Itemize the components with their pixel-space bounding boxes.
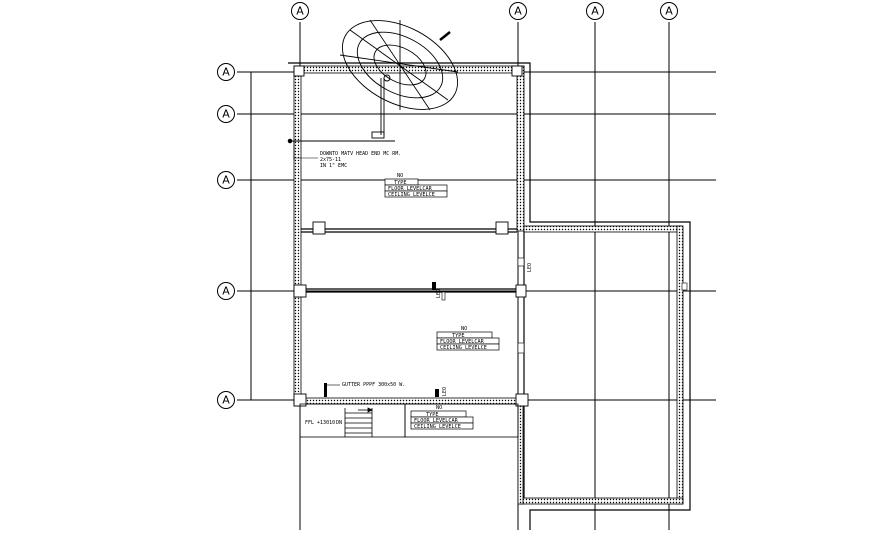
stair-note: DN bbox=[336, 420, 342, 426]
parapet-walls bbox=[293, 65, 684, 505]
grid-bubble-top-2: A bbox=[509, 2, 527, 20]
dimension-line-left bbox=[247, 71, 285, 401]
svg-text:TYPE: TYPE bbox=[426, 412, 439, 418]
svg-text:NO: NO bbox=[461, 326, 467, 332]
antenna-note: DOWNTO MATV HEAD END MC RM. 2x75-11 IN 1… bbox=[294, 151, 401, 169]
stair-block bbox=[299, 403, 519, 438]
room-tag-upper: NO TYPE FLOOR LEVELCAR CEILING LEVELCE bbox=[384, 173, 448, 198]
pipe-marks: LEO LEO LEO bbox=[432, 257, 688, 397]
satellite-dish-icon bbox=[287, 19, 459, 160]
svg-text:A: A bbox=[296, 5, 304, 18]
svg-text:2x75-11: 2x75-11 bbox=[320, 157, 341, 163]
svg-text:LEO: LEO bbox=[442, 387, 448, 396]
svg-text:A: A bbox=[222, 174, 230, 187]
grid-bubble-top-3: A bbox=[586, 2, 604, 20]
gutter-note: GUTTER PPPF 300x50 W. bbox=[324, 382, 405, 397]
svg-text:DOWNTO MATV HEAD END MC RM.: DOWNTO MATV HEAD END MC RM. bbox=[320, 151, 401, 157]
svg-text:A: A bbox=[514, 5, 522, 18]
svg-text:LEO: LEO bbox=[436, 289, 442, 298]
svg-text:FLOOR LEVELCAR: FLOOR LEVELCAR bbox=[440, 339, 485, 345]
structural-columns bbox=[293, 65, 529, 407]
svg-text:A: A bbox=[222, 285, 230, 298]
svg-text:A: A bbox=[591, 5, 599, 18]
svg-text:A: A bbox=[222, 66, 230, 79]
svg-text:A: A bbox=[222, 394, 230, 407]
grid-bubble-left-2: A bbox=[217, 105, 235, 123]
svg-text:FLOOR LEVELCAR: FLOOR LEVELCAR bbox=[388, 186, 433, 192]
svg-text:NO: NO bbox=[397, 173, 403, 179]
grid-bubble-left-5: A bbox=[217, 391, 235, 409]
svg-text:A: A bbox=[222, 108, 230, 121]
svg-text:GUTTER PPPF 300x50 W.: GUTTER PPPF 300x50 W. bbox=[342, 382, 405, 388]
svg-text:LEO: LEO bbox=[527, 263, 533, 272]
svg-text:CEILING LEVELCE: CEILING LEVELCE bbox=[414, 424, 461, 430]
svg-text:TYPE: TYPE bbox=[394, 180, 407, 186]
room-tag-lower: NO TYPE FLOOR LEVELCAR CEILING LEVELCE bbox=[410, 405, 474, 430]
svg-text:CEILING LEVELCE: CEILING LEVELCE bbox=[440, 345, 487, 351]
grid-lines-vertical bbox=[299, 22, 670, 530]
grid-bubble-left-4: A bbox=[217, 282, 235, 300]
grid-bubble-left-3: A bbox=[217, 171, 235, 189]
grid-bubble-top-1: A bbox=[291, 2, 309, 20]
svg-text:IN 1" EMC: IN 1" EMC bbox=[320, 163, 347, 169]
svg-text:NO: NO bbox=[436, 405, 442, 411]
ffl-note: FFL +13010 bbox=[305, 420, 335, 426]
svg-text:TYPE: TYPE bbox=[452, 333, 465, 339]
svg-text:CEILING LEVELCE: CEILING LEVELCE bbox=[388, 192, 435, 198]
grid-bubble-left-1: A bbox=[217, 63, 235, 81]
room-tag-middle: NO TYPE FLOOR LEVELCAR CEILING LEVELCE bbox=[436, 326, 500, 351]
outer-outline bbox=[288, 62, 691, 530]
svg-text:A: A bbox=[665, 5, 673, 18]
grid-bubble-top-4: A bbox=[660, 2, 678, 20]
svg-text:FLOOR LEVELCAR: FLOOR LEVELCAR bbox=[414, 418, 459, 424]
